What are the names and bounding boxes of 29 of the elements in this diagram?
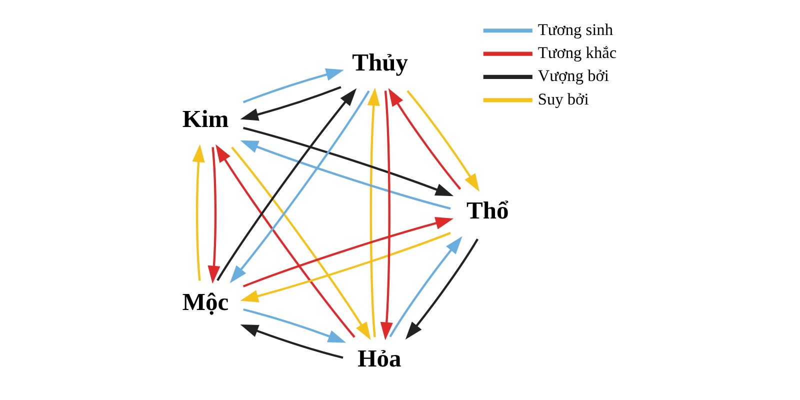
arrow	[230, 90, 370, 284]
arrow	[192, 144, 205, 281]
arrow	[243, 308, 346, 343]
arrow	[389, 236, 462, 338]
arrow	[240, 86, 342, 121]
arrow	[388, 88, 462, 190]
arrow	[242, 126, 454, 196]
arrow	[231, 146, 371, 340]
node-text: Hỏa	[358, 346, 402, 372]
arrow	[406, 90, 480, 192]
node-text: Mộc	[182, 289, 229, 316]
arrow	[240, 232, 451, 302]
arrow	[367, 88, 380, 338]
arrow	[380, 90, 393, 340]
legend-label: Vượng bởi	[538, 66, 609, 86]
node-text: Thổ	[466, 198, 509, 225]
node-text: Thủy	[352, 50, 408, 77]
arrow	[405, 238, 479, 340]
arrow	[242, 68, 344, 104]
legend-label: Tương khắc	[538, 43, 617, 62]
arrow	[240, 324, 344, 359]
legend-label: Tương sinh	[538, 20, 614, 39]
arrow	[216, 88, 357, 281]
arrow	[242, 216, 454, 288]
arrow	[208, 147, 220, 284]
legend-label: Suy bởi	[538, 89, 589, 108]
arrow	[240, 140, 451, 210]
node-text: Kim	[182, 106, 229, 134]
arrow	[216, 144, 356, 338]
